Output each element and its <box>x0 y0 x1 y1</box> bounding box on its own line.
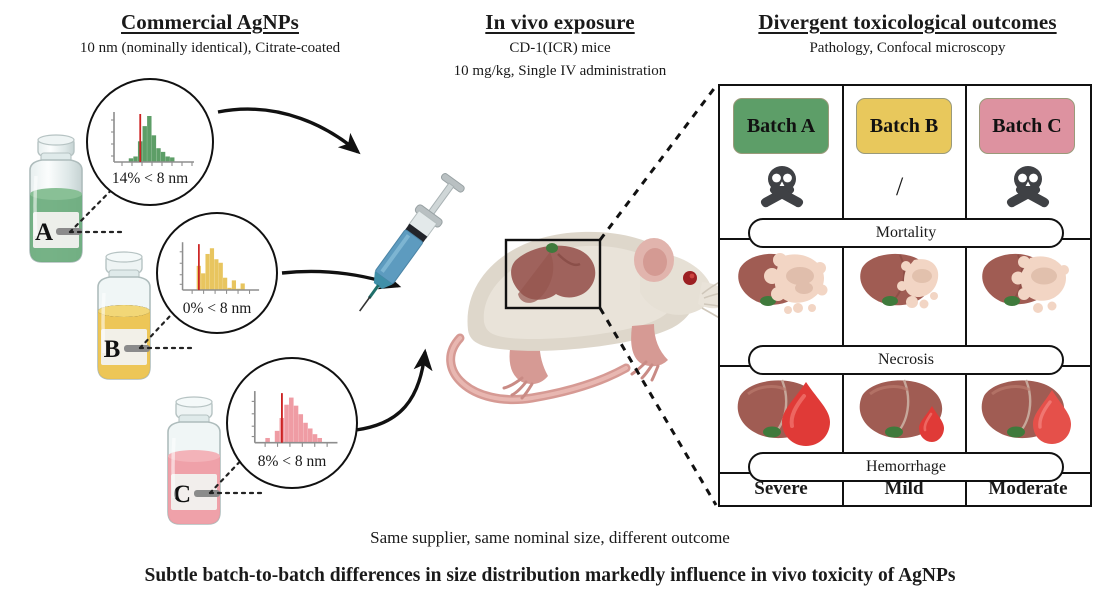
mouse-illustration <box>440 218 749 428</box>
column-separator-2 <box>965 86 968 238</box>
bottle-b: B <box>82 251 166 381</box>
blood-drop-medium <box>1033 390 1071 444</box>
bottle-b-label: B <box>104 336 121 363</box>
hemorrhage-liver-c <box>978 372 1082 450</box>
histogram-a <box>104 110 196 170</box>
histogram-circle-b: 0% < 8 nm <box>156 212 278 334</box>
badge-batch-a-label: Batch A <box>746 114 816 137</box>
histogram-b-plot <box>179 242 260 294</box>
bottle-a: A <box>14 134 98 264</box>
pill-hemorrhage: Hemorrhage <box>748 452 1064 482</box>
verdict-b: Mild <box>884 478 924 499</box>
caption-main: Subtle batch-to-batch differences in siz… <box>144 565 956 586</box>
bottle-c-label: C <box>173 481 191 508</box>
histogram-b-caption: 0% < 8 nm <box>182 300 252 317</box>
column-separator-8 <box>965 472 968 507</box>
pill-mortality: Mortality <box>748 218 1064 248</box>
badge-batch-a[interactable]: Batch A <box>733 98 829 154</box>
section-title-middle-text: In vivo exposure <box>485 10 635 34</box>
caption-subtitle: Same supplier, same nominal size, differ… <box>370 528 730 547</box>
column-separator-6 <box>965 365 968 505</box>
necrosis-liver-a <box>734 246 830 318</box>
column-separator-1 <box>842 86 845 238</box>
pill-necrosis: Necrosis <box>748 345 1064 375</box>
mortality-icon-c <box>1002 162 1054 214</box>
necrosis-liver-b <box>856 246 952 318</box>
histogram-c <box>244 389 340 451</box>
histogram-a-plot <box>111 112 194 166</box>
badge-batch-b-label: Batch B <box>869 114 939 137</box>
hemorrhage-liver-a <box>734 372 838 450</box>
blood-drop-small <box>919 406 944 442</box>
column-separator-4 <box>965 238 968 365</box>
pill-hemorrhage-label: Hemorrhage <box>866 458 946 475</box>
section-title-left: Commercial AgNPs <box>0 10 420 35</box>
histogram-circle-c: 8% < 8 nm <box>226 357 358 489</box>
column-separator-7 <box>842 472 845 507</box>
badge-batch-c[interactable]: Batch C <box>979 98 1075 154</box>
necrosis-liver-c <box>978 246 1074 318</box>
section-subtitle-right: Pathology, Confocal microscopy <box>809 40 1006 56</box>
histogram-circle-a: 14% < 8 nm <box>86 78 214 206</box>
syringe-icon <box>355 160 495 335</box>
histogram-c-caption: 8% < 8 nm <box>257 453 327 470</box>
section-title-right: Divergent toxicological outcomes <box>715 10 1100 35</box>
badge-batch-c-label: Batch C <box>992 114 1062 137</box>
results-panel: Batch A Batch B Batch C / <box>718 84 1092 507</box>
bottle-a-label: A <box>35 219 53 246</box>
liver-on-mouse <box>511 243 596 303</box>
mortality-icon-a <box>756 162 808 214</box>
section-title-right-text: Divergent toxicological outcomes <box>758 10 1057 34</box>
mortality-icon-b: / <box>896 172 903 202</box>
column-separator-5 <box>842 365 845 505</box>
pill-necrosis-label: Necrosis <box>878 351 934 368</box>
bottle-c: C <box>152 396 236 526</box>
histogram-b <box>173 240 261 298</box>
verdict-c: Moderate <box>988 478 1068 499</box>
section-title-left-text: Commercial AgNPs <box>121 10 299 34</box>
section-subtitle-left: 10 nm (nominally identical), Citrate-coa… <box>79 40 341 56</box>
histogram-c-plot <box>251 391 338 447</box>
histogram-a-caption: 14% < 8 nm <box>111 170 189 187</box>
section-subtitle-middle-1: CD-1(ICR) mice <box>509 40 611 56</box>
column-separator-3 <box>842 238 845 365</box>
hemorrhage-liver-b <box>856 372 960 450</box>
verdict-a: Severe <box>754 478 808 499</box>
section-title-middle: In vivo exposure <box>400 10 720 35</box>
pill-mortality-label: Mortality <box>875 224 937 241</box>
badge-batch-b[interactable]: Batch B <box>856 98 952 154</box>
mortality-slash-b: / <box>896 172 904 201</box>
blood-drop-large <box>782 382 830 446</box>
section-subtitle-middle-2: 10 mg/kg, Single IV administration <box>453 63 667 79</box>
